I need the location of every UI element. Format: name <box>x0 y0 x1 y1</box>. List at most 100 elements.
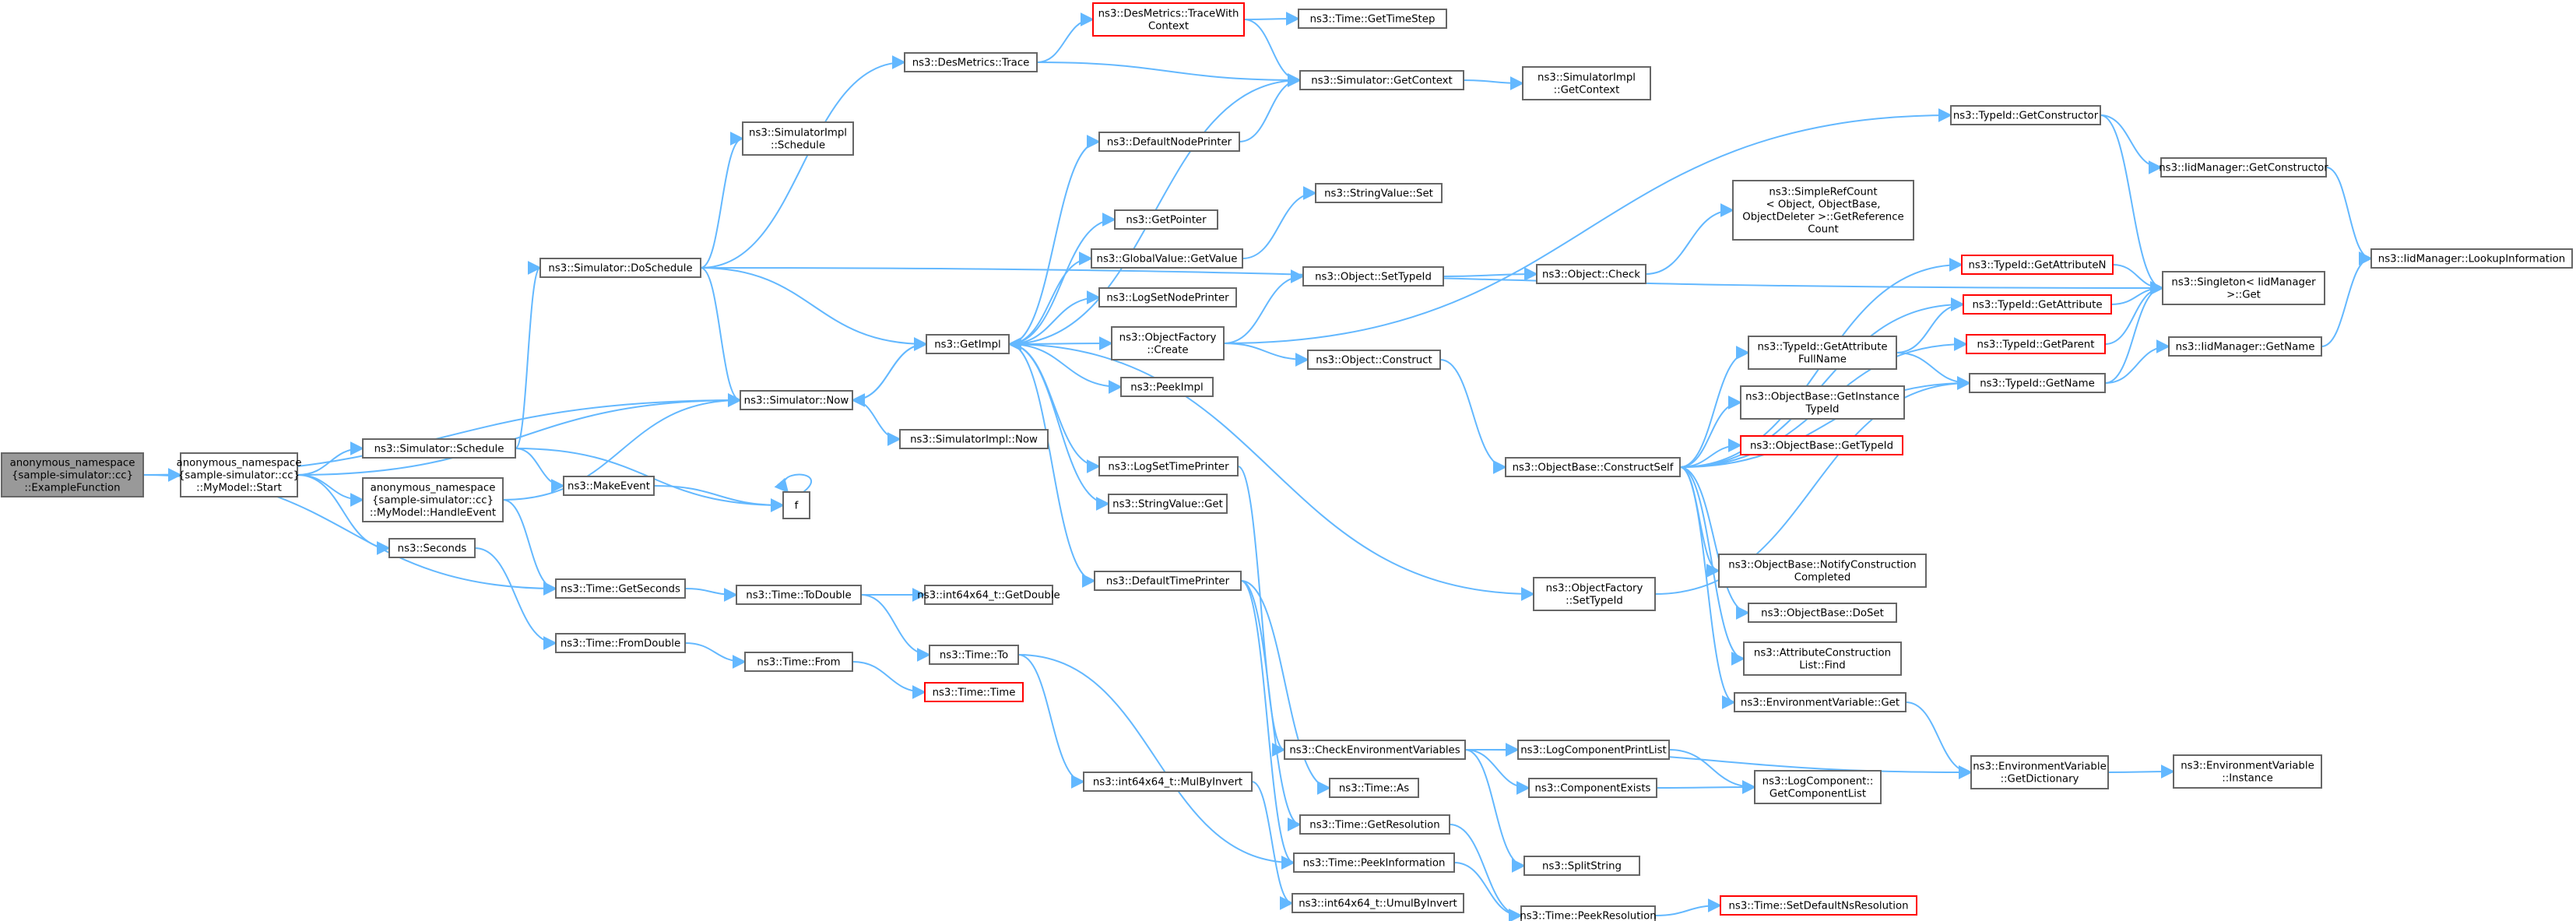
graph-node-n65[interactable]: ns3::TypeId::GetParent <box>1966 334 2106 354</box>
graph-node-n16[interactable]: ns3::Time::ToDouble <box>736 585 862 605</box>
graph-node-n2[interactable]: anonymous_namespace{sample-simulator::cc… <box>177 452 302 497</box>
node-box <box>563 476 655 496</box>
node-label-line: ns3::EnvironmentVariable <box>1973 761 2107 773</box>
node-box <box>1720 895 1917 916</box>
graph-node-n26[interactable]: ns3::LogSetTimePrinter <box>1098 456 1239 476</box>
graph-node-n49[interactable]: ns3::ComponentExists <box>1528 778 1657 798</box>
graph-node-n48[interactable]: ns3::LogComponentPrintList <box>1517 740 1670 760</box>
graph-node-n31[interactable]: ns3::Time::Time <box>924 682 1024 702</box>
edge-n7-n11 <box>474 547 557 650</box>
graph-node-n46[interactable]: ns3::Object::Check <box>1536 264 1646 284</box>
graph-node-n28[interactable]: ns3::DefaultTimePrinter <box>1094 571 1242 591</box>
graph-node-n66[interactable]: ns3::TypeId::GetName <box>1969 373 2106 393</box>
node-label-line: ns3::LogComponentPrintList <box>1520 745 1667 757</box>
node-label-line: Context <box>1148 21 1189 33</box>
graph-node-n27[interactable]: ns3::StringValue::Get <box>1108 494 1228 514</box>
graph-node-n45[interactable]: ns3::Time::PeekResolution <box>1520 905 1657 921</box>
graph-node-n12[interactable]: ns3::DesMetrics::Trace <box>904 52 1038 72</box>
graph-node-n39[interactable]: ns3::Object::Construct <box>1307 350 1441 370</box>
graph-node-n20[interactable]: ns3::DefaultNodePrinter <box>1098 132 1240 152</box>
node-label-line: ns3::MakeEvent <box>568 481 650 493</box>
graph-node-n56[interactable]: ns3::ObjectBase::GetTypeId <box>1740 435 1903 455</box>
graph-node-n3[interactable]: ns3::Simulator::Now <box>740 390 853 410</box>
graph-node-n62[interactable]: ns3::Time::SetDefaultNsResolution <box>1720 895 1917 916</box>
graph-node-n53[interactable]: ns3::TypeId::GetAttribute <box>1963 294 2112 315</box>
graph-node-n10[interactable]: f <box>782 491 810 519</box>
node-label-line: ns3::IidManager::GetConstructor <box>2159 163 2328 174</box>
graph-node-n42[interactable]: ns3::Time::As <box>1329 778 1419 798</box>
graph-node-n23[interactable]: ns3::LogSetNodePrinter <box>1098 287 1237 308</box>
graph-node-n25[interactable]: ns3::PeekImpl <box>1120 377 1214 397</box>
graph-node-n69[interactable]: ns3::EnvironmentVariable::Instance <box>2173 754 2322 789</box>
graph-node-n9[interactable]: ns3::MakeEvent <box>563 476 655 496</box>
node-label-line: ns3::Simulator::DoSchedule <box>548 263 692 275</box>
graph-node-n17[interactable]: ns3::Time::From <box>744 652 853 672</box>
graph-node-n34[interactable]: ns3::Time::GetTimeStep <box>1298 9 1447 29</box>
graph-node-n63[interactable]: ns3::IidManager::GetConstructor <box>2159 157 2328 178</box>
node-label-line: ::MyModel::HandleEvent <box>370 508 496 519</box>
graph-node-n21[interactable]: ns3::GetPointer <box>1114 209 1218 230</box>
node-box <box>1284 740 1466 760</box>
graph-node-n52[interactable]: ns3::TypeId::GetAttributeN <box>1961 255 2114 275</box>
graph-node-n58[interactable]: ns3::ObjectBase::DoSet <box>1748 603 1897 623</box>
graph-node-n32[interactable]: ns3::int64x64_t::MulByInvert <box>1083 772 1253 792</box>
graph-node-n33[interactable]: ns3::int64x64_t::UmulByInvert <box>1292 893 1464 913</box>
graph-node-n6[interactable]: anonymous_namespace{sample-simulator::cc… <box>362 477 504 522</box>
node-box <box>740 390 853 410</box>
node-box <box>1120 377 1214 397</box>
graph-node-n41[interactable]: ns3::CheckEnvironmentVariables <box>1284 740 1466 760</box>
graph-node-n15[interactable]: ns3::SimulatorImpl::Now <box>899 429 1049 449</box>
node-box <box>1315 183 1443 203</box>
graph-node-n57[interactable]: ns3::ObjectBase::NotifyConstructionCompl… <box>1718 554 1927 588</box>
graph-node-n29[interactable]: ns3::int64x64_t::GetDouble <box>917 585 1060 605</box>
graph-node-n67[interactable]: ns3::IidManager::GetName <box>2168 336 2322 357</box>
node-label-line: ns3::Time::PeekResolution <box>1520 911 1656 921</box>
graph-node-n5[interactable]: ns3::Simulator::Schedule <box>362 438 516 459</box>
node-box <box>2370 248 2573 269</box>
node-box <box>744 652 853 672</box>
graph-node-n19[interactable]: ns3::Simulator::GetContext <box>1299 70 1464 90</box>
node-label-line: GetComponentList <box>1769 789 1866 800</box>
graph-node-n68[interactable]: ns3::EnvironmentVariable::GetDictionary <box>1970 755 2109 789</box>
graph-node-n44[interactable]: ns3::Time::PeekInformation <box>1293 852 1455 873</box>
graph-node-n24[interactable]: ns3::ObjectFactory::Create <box>1111 326 1225 360</box>
graph-node-n64[interactable]: ns3::Singleton< IidManager>::Get <box>2162 271 2325 305</box>
graph-node-n11[interactable]: ns3::Time::FromDouble <box>555 633 686 653</box>
node-label-line: ns3::Object::Check <box>1542 269 1640 281</box>
node-box <box>362 477 504 522</box>
edge-n14-n40 <box>1008 343 1535 601</box>
graph-node-n30[interactable]: ns3::Time::To <box>929 645 1019 665</box>
graph-node-n40[interactable]: ns3::ObjectFactory::SetTypeId <box>1533 577 1656 611</box>
node-box <box>924 682 1024 702</box>
node-label-line: ns3::Time::ToDouble <box>746 590 851 602</box>
edge-n24-n38 <box>1223 269 1305 344</box>
graph-node-n51[interactable]: ns3::SimpleRefCount< Object, ObjectBase,… <box>1732 180 1914 241</box>
graph-node-n37[interactable]: ns3::TypeId::GetConstructor <box>1950 105 2101 125</box>
graph-node-n60[interactable]: ns3::EnvironmentVariable::Get <box>1734 692 1907 712</box>
graph-node-n13[interactable]: ns3::SimulatorImpl::Schedule <box>742 121 854 156</box>
graph-node-n35[interactable]: ns3::SimulatorImpl::GetContext <box>1522 66 1651 100</box>
graph-node-n43[interactable]: ns3::Time::GetResolution <box>1299 814 1450 835</box>
edge-n37-n64 <box>2100 114 2164 295</box>
graph-node-n22[interactable]: ns3::GlobalValue::GetValue <box>1091 248 1243 269</box>
edge-n2-n5 <box>297 441 364 476</box>
edge-n8-n14 <box>700 267 928 351</box>
graph-node-n47[interactable]: ns3::ObjectBase::ConstructSelf <box>1505 457 1681 477</box>
graph-node-n36[interactable]: ns3::StringValue::Set <box>1315 183 1443 203</box>
graph-node-n14[interactable]: ns3::GetImpl <box>926 334 1010 354</box>
graph-node-n7[interactable]: ns3::Seconds <box>388 538 476 558</box>
graph-node-n38[interactable]: ns3::Object::SetTypeId <box>1302 266 1444 286</box>
edge-n2-n3 <box>297 393 742 476</box>
graph-node-n50[interactable]: ns3::SplitString <box>1523 856 1640 876</box>
graph-node-n70[interactable]: ns3::IidManager::LookupInformation <box>2370 248 2573 269</box>
graph-node-n4[interactable]: ns3::Time::GetSeconds <box>555 578 686 599</box>
graph-node-n8[interactable]: ns3::Simulator::DoSchedule <box>539 258 701 278</box>
graph-node-n61[interactable]: ns3::LogComponent::GetComponentList <box>1754 770 1882 804</box>
edge-n47-n59 <box>1679 466 1745 666</box>
graph-node-n1[interactable]: anonymous_namespace{sample-simulator::cc… <box>1 452 144 497</box>
